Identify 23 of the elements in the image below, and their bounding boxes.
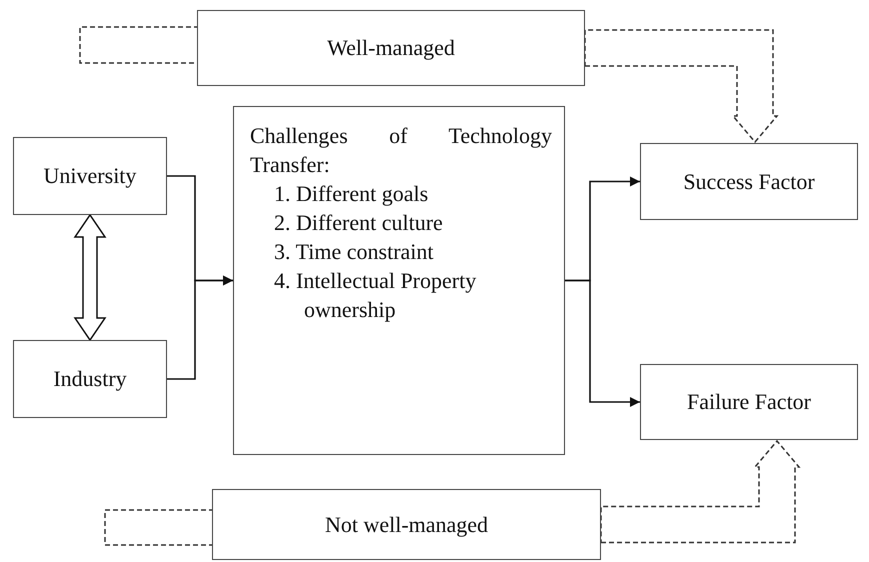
actor-box — [13, 137, 167, 215]
box-heading: Challenges of Technology Transfer: — [250, 122, 552, 180]
arrow — [565, 280, 640, 407]
arrow — [167, 276, 233, 380]
box-label: Well-managed — [327, 35, 455, 61]
double-block-arrow — [74, 214, 106, 342]
outcome-box — [640, 143, 858, 220]
dashed-block-arrow — [584, 29, 779, 144]
actor-box — [13, 340, 167, 418]
list-item: 3. Time constraint — [273, 238, 435, 266]
outcome-box — [640, 364, 858, 440]
box-label: Industry — [53, 366, 127, 392]
dashed-block-arrow — [600, 440, 801, 544]
box-label: Failure Factor — [686, 389, 812, 415]
box-label: Not well-managed — [324, 512, 488, 538]
condition-box — [197, 10, 585, 86]
list-item: 2. Different culture — [273, 209, 444, 238]
condition-box — [212, 489, 601, 560]
challenges-box — [233, 106, 565, 455]
box-label: Success Factor — [683, 168, 815, 194]
list-item: 1. Different goals — [273, 180, 430, 208]
list-item: 4. Intellectual Property ownership — [273, 267, 478, 324]
box-label: University — [44, 163, 136, 189]
